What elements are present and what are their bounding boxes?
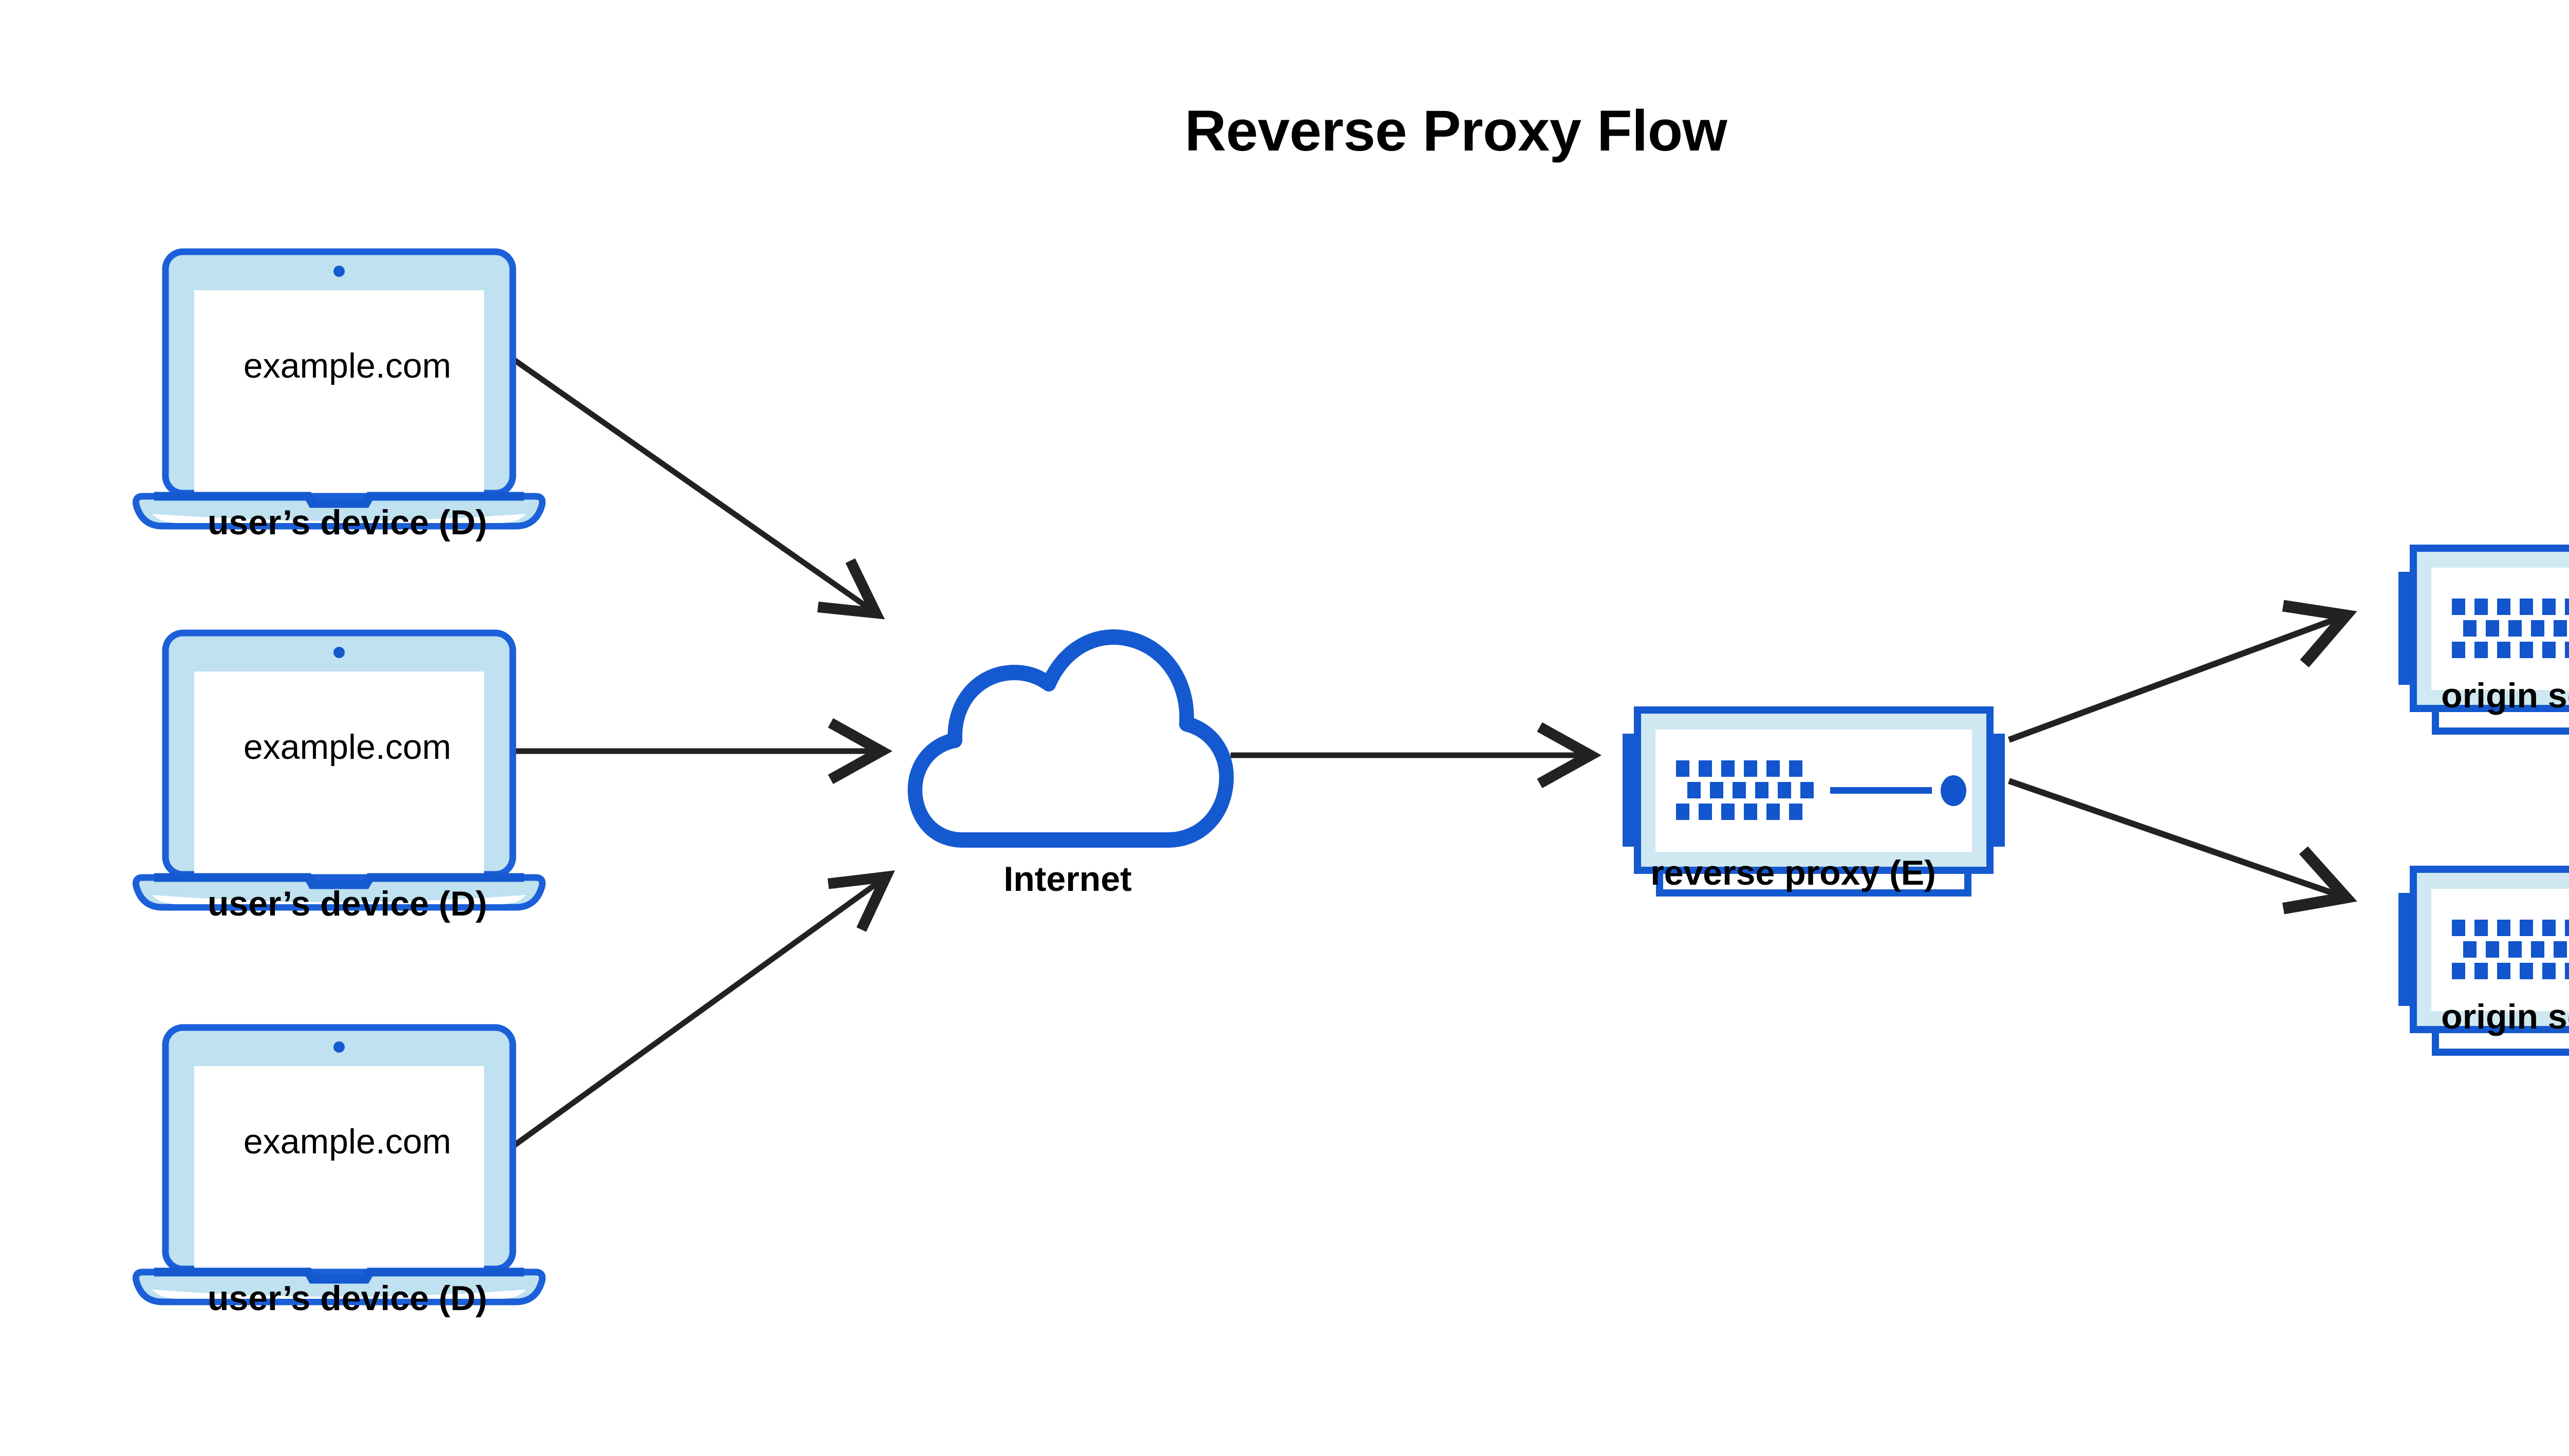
label-origin-server: origin server (F) [2441, 997, 2569, 1036]
page-title: Reverse Proxy Flow [1184, 99, 1727, 163]
cloud-icon[interactable] [915, 637, 1226, 840]
laptop-screen-text: example.com [243, 346, 452, 385]
label-user-device: user’s device (D) [207, 884, 488, 923]
node-layer [136, 252, 2569, 1302]
edge-client1-to-internet [512, 357, 885, 620]
label-user-device: user’s device (D) [207, 503, 488, 542]
laptop-icon[interactable] [136, 252, 543, 526]
edge-layer [512, 357, 2357, 1148]
laptop-icon[interactable] [136, 633, 543, 907]
edge-client3-to-internet [512, 870, 895, 1148]
edge-proxy-to-origin1 [2007, 600, 2357, 743]
label-user-device: user’s device (D) [207, 1279, 488, 1318]
edge-proxy-to-origin2 [2008, 778, 2357, 914]
laptop-icon[interactable] [136, 1028, 543, 1302]
label-internet: Internet [1003, 860, 1132, 899]
laptop-screen-text: example.com [243, 1122, 452, 1161]
laptop-screen-text: example.com [243, 727, 452, 767]
label-origin-server: origin server (F) [2441, 676, 2569, 715]
label-reverse-proxy: reverse proxy (E) [1650, 853, 1936, 892]
